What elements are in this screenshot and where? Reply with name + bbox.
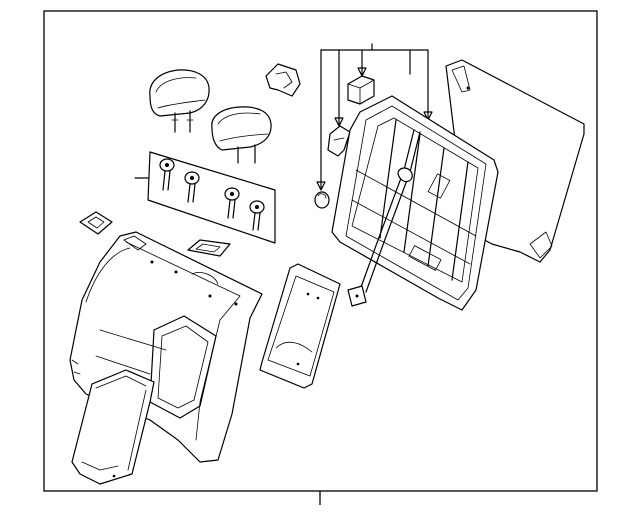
guide-sleeve-1	[159, 158, 175, 191]
guide-sleeve-2	[184, 171, 200, 203]
push-clip[interactable]	[314, 191, 330, 209]
callout-leaders	[316, 43, 433, 191]
armrest[interactable]	[71, 369, 155, 485]
guide-sleeve-4	[249, 200, 265, 231]
latch-cover[interactable]	[347, 75, 375, 105]
seat-back-frame[interactable]	[331, 95, 499, 311]
hinge-cover[interactable]	[327, 125, 351, 157]
guide-sleeve-3	[224, 187, 240, 219]
headrest-left[interactable]	[149, 69, 210, 133]
headrest-guides[interactable]	[134, 151, 276, 244]
clip-bracket[interactable]	[265, 63, 301, 97]
bezel-small[interactable]	[79, 211, 113, 235]
headrest-right[interactable]	[211, 106, 272, 164]
bezel-small-2[interactable]	[187, 239, 231, 257]
pass-through-door[interactable]	[259, 263, 341, 389]
